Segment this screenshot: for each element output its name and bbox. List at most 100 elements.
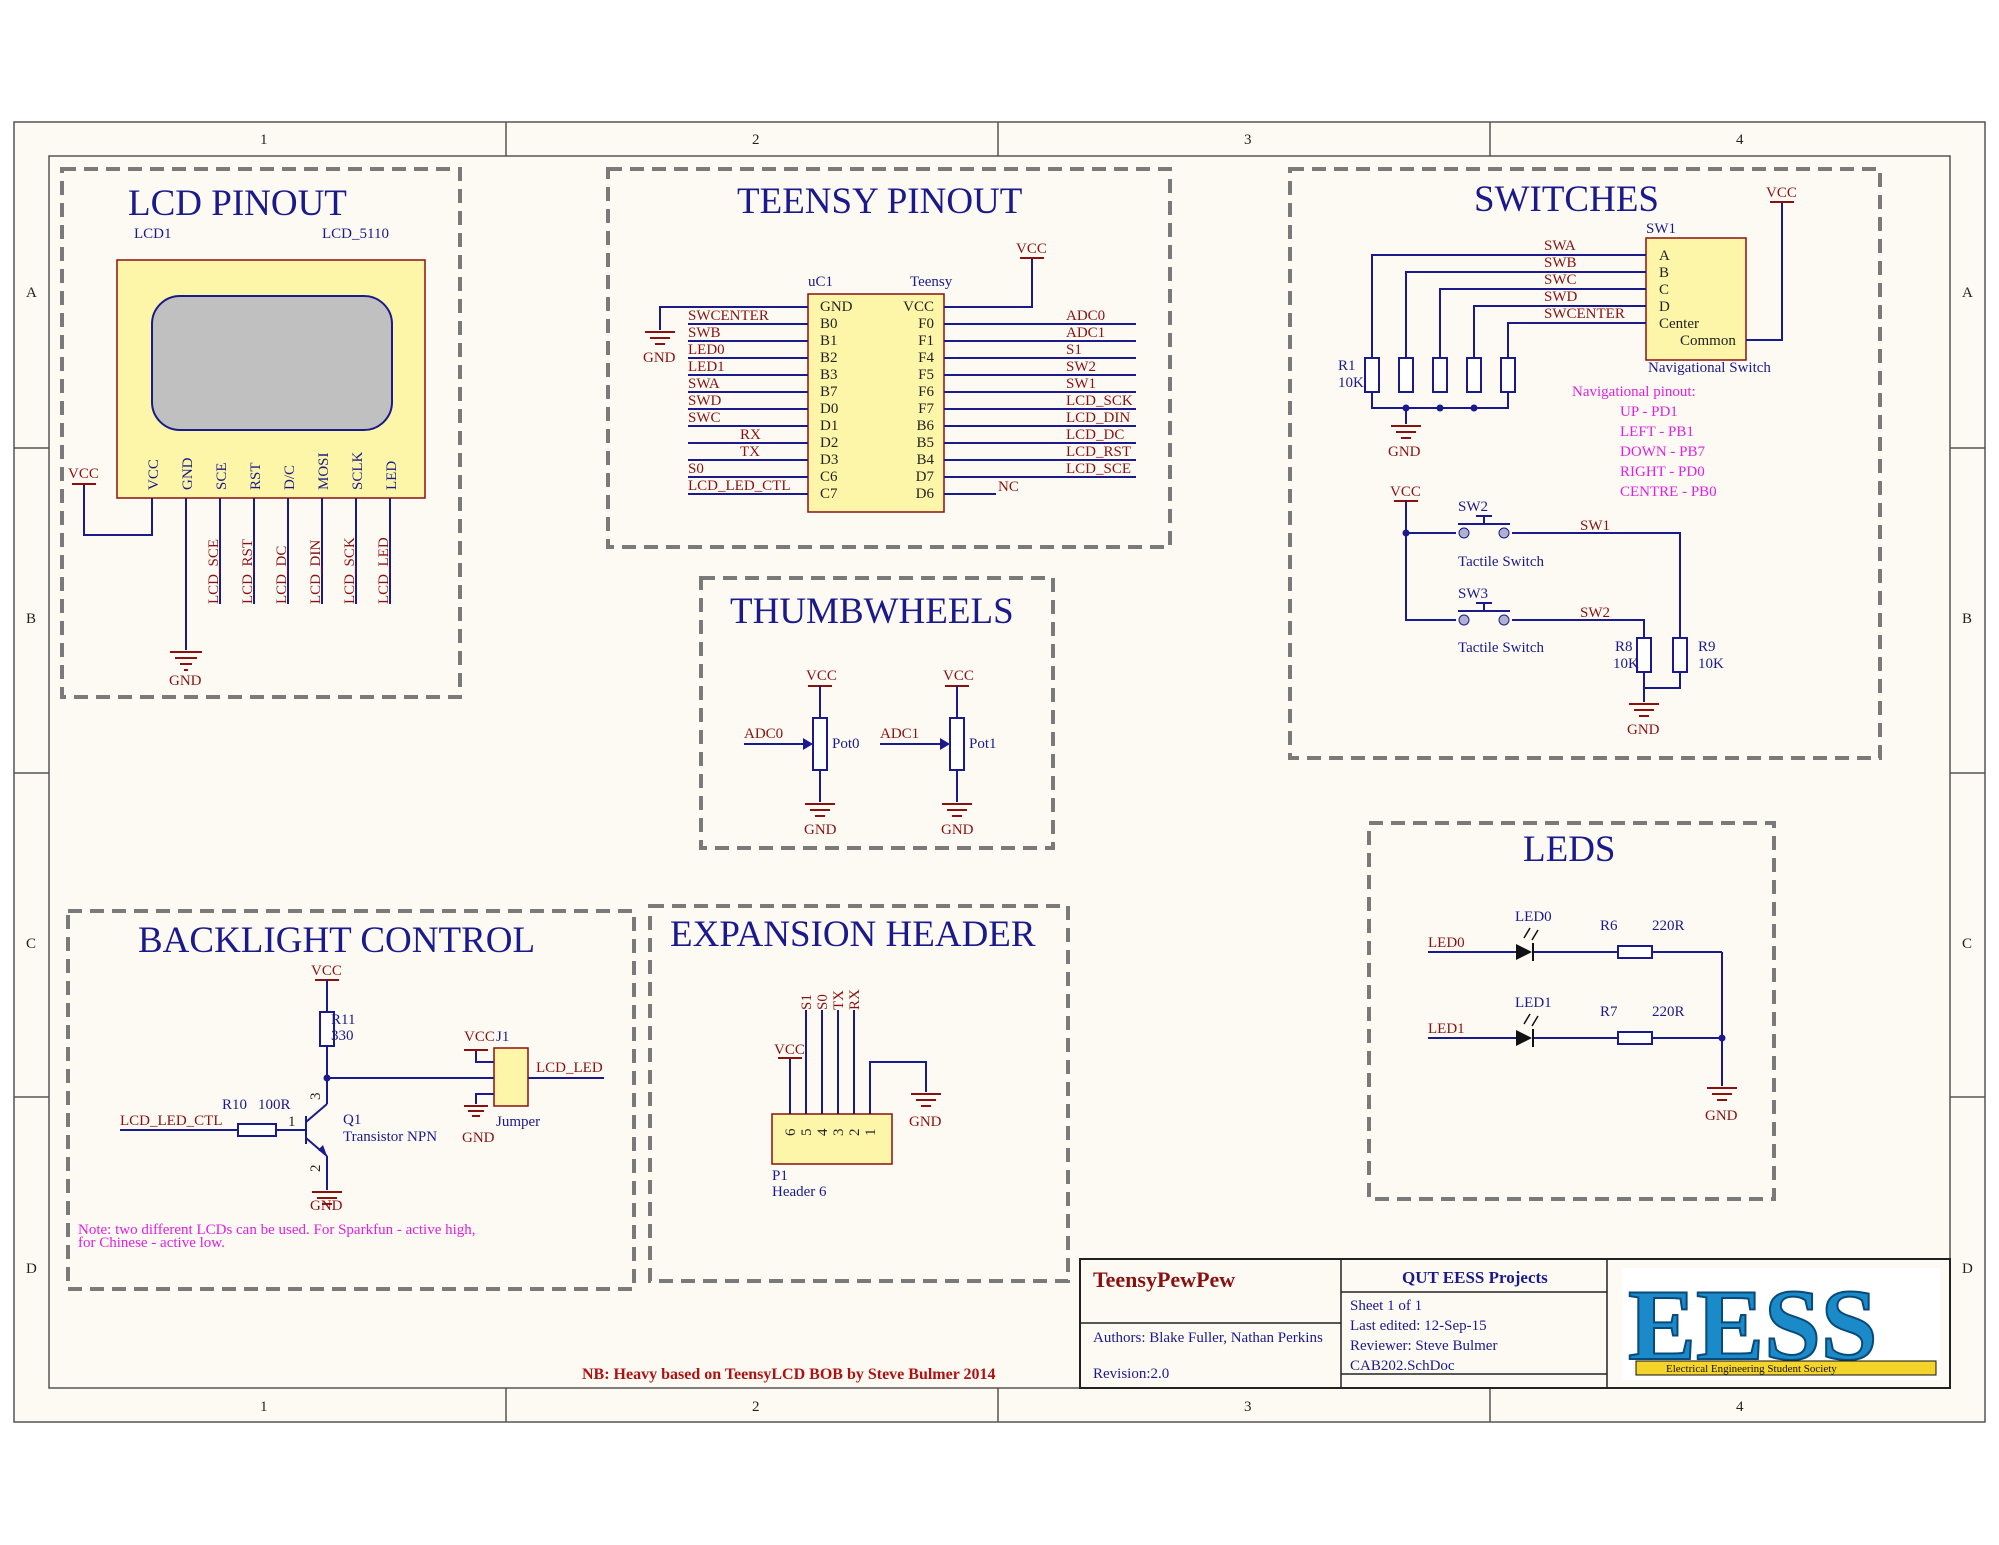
thumbwheels-section-title: THUMBWHEELS — [730, 591, 1014, 632]
expansion-section: EXPANSION HEADER VCC GND S1 S0 TX RX 6 5… — [648, 904, 1070, 1283]
grid-row-b-right: B — [1962, 611, 1972, 627]
teensy-left-pin: B0 — [820, 316, 838, 332]
nav-pinout-item: DOWN - PB7 — [1620, 444, 1705, 460]
teensy-right-pin: F7 — [918, 401, 934, 417]
tactile-net-sw2: SW2 — [1580, 605, 1610, 621]
teensy-section-frame — [606, 167, 1172, 549]
switch-net: SWC — [1544, 272, 1577, 288]
backlight-junction — [323, 1074, 331, 1082]
teensy-left-pin: C6 — [820, 469, 838, 485]
teensy-left-pin: D3 — [820, 452, 838, 468]
header-pin-number: 1 — [863, 1129, 879, 1137]
lcd-pin-label: VCC — [146, 459, 162, 490]
teensy-left-net: SWB — [688, 325, 721, 341]
lcd-pin-label: RST — [248, 462, 264, 490]
teensy-left-net: S0 — [688, 461, 704, 477]
grid-row-d-right: D — [1962, 1261, 1973, 1277]
backlight-section-title: BACKLIGHT CONTROL — [138, 920, 535, 961]
pot0-gnd-label: GND — [804, 822, 837, 838]
teensy-right-pin-labels: VCC F0 F1 F4 F5 F6 F7 B6 B5 B4 D7 D6 — [903, 299, 934, 502]
lcd-pin-label: GND — [180, 457, 196, 490]
expansion-section-frame — [648, 904, 1070, 1283]
grid-col-3-bottom: 3 — [1244, 1399, 1252, 1415]
teensy-left-net-labels: SWCENTER SWB LED0 LED1 SWA SWD SWC RX TX… — [688, 308, 791, 494]
lcd-net-label: LCD_DIN — [308, 540, 324, 604]
nav-switch-pin: C — [1659, 282, 1669, 298]
switch-net: SWA — [1544, 238, 1576, 254]
grid-row-c-left: C — [26, 936, 36, 952]
grid-col-3-top: 3 — [1244, 132, 1252, 148]
backlight-vcc-label: VCC — [311, 963, 342, 979]
project-revision: Revision:2.0 — [1093, 1366, 1169, 1382]
teensy-left-pin: GND — [820, 299, 853, 315]
nav-switch-pin: Center — [1659, 316, 1699, 332]
led0-net: LED0 — [1428, 935, 1465, 951]
led-gnd-symbol — [1707, 1087, 1737, 1101]
r11-value: 330 — [331, 1028, 354, 1044]
resistor-r6 — [1617, 945, 1653, 959]
switch-net-labels: SWA SWB SWC SWD SWCENTER — [1544, 238, 1625, 322]
teensy-right-pin: F1 — [918, 333, 934, 349]
q1-emitter-arrow — [318, 1145, 327, 1156]
grid-col-2-top: 2 — [752, 132, 760, 148]
switch-pulldown-resistors — [1364, 357, 1516, 393]
eess-logo: EESS Electrical Engineering Student Soci… — [1622, 1268, 1940, 1383]
r10-value: 100R — [258, 1097, 291, 1113]
switch-gnd-symbol — [1391, 425, 1421, 439]
teensy-right-pin: VCC — [903, 299, 934, 315]
lcd-section-frame — [60, 167, 462, 699]
teensy-right-pin: F4 — [918, 350, 934, 366]
expansion-net: S0 — [815, 994, 831, 1010]
pot1-body — [949, 717, 965, 771]
nav-pinout-item: CENTRE - PB0 — [1620, 484, 1717, 500]
jumper-part: Jumper — [496, 1114, 540, 1130]
project-name: TeensyPewPew — [1093, 1267, 1235, 1292]
jumper-vcc-label: VCC — [464, 1029, 495, 1045]
switches-section-title: SWITCHES — [1474, 179, 1659, 220]
file-name: CAB202.SchDoc — [1350, 1358, 1455, 1374]
teensy-right-net: ADC0 — [1066, 308, 1105, 324]
r1-designator: R1 — [1338, 358, 1356, 374]
leds-section-frame — [1367, 821, 1776, 1201]
teensy-right-pin: F5 — [918, 367, 934, 383]
sw1-designator: SW1 — [1646, 221, 1676, 237]
grid-col-1-top: 1 — [260, 132, 268, 148]
eess-logo-caption: Electrical Engineering Student Society — [1666, 1363, 1837, 1375]
pot1-name: Pot1 — [969, 736, 997, 752]
nav-switch-pin: Common — [1680, 333, 1736, 349]
header-pin-number: 2 — [847, 1129, 863, 1137]
jumper-j1 — [493, 1047, 529, 1107]
lcd-net-labels: LCD_SCE LCD_RST LCD_DC LCD_DIN LCD_SCK L… — [206, 537, 392, 604]
teensy-left-pin: C7 — [820, 486, 838, 502]
grid-col-1-bottom: 1 — [260, 1399, 268, 1415]
led1-designator: LED1 — [1515, 995, 1552, 1011]
lcd-pin-labels: VCC GND SCE RST D/C MOSI SCLK LED — [146, 451, 400, 490]
tactile-net-sw1: SW1 — [1580, 518, 1610, 534]
lcd-gnd-symbol — [170, 651, 202, 671]
leds-section-title: LEDS — [1523, 829, 1616, 870]
expansion-wires — [789, 1010, 927, 1114]
header-pin-number: 6 — [783, 1128, 799, 1136]
nav-switch-pin: B — [1659, 265, 1669, 281]
sw2-caption: Tactile Switch — [1458, 554, 1545, 570]
jumper-gnd-label: GND — [462, 1130, 495, 1146]
resistor-pulldown — [1466, 357, 1482, 393]
resistor-r9 — [1672, 637, 1688, 673]
lcd-net-label: LCD_RST — [240, 539, 256, 604]
reviewer: Reviewer: Steve Bulmer — [1350, 1338, 1497, 1354]
switch-net: SWCENTER — [1544, 306, 1625, 322]
q1-pin-number: 1 — [288, 1114, 296, 1130]
teensy-gnd-label: GND — [643, 350, 676, 366]
lcd-net-label: LCD_SCK — [342, 537, 358, 604]
lcd-net-label: LCD_SCE — [206, 539, 222, 604]
grid-row-b-left: B — [26, 611, 36, 627]
teensy-right-net-nc: NC — [998, 479, 1019, 495]
header-pin-number: 3 — [831, 1129, 847, 1137]
lcd-designator: LCD1 — [134, 226, 172, 242]
lcd-vcc-wire — [83, 484, 153, 536]
teensy-right-net: LCD_SCE — [1066, 461, 1131, 477]
teensy-left-pin: B1 — [820, 333, 838, 349]
r8-designator: R8 — [1615, 639, 1633, 655]
r9-designator: R9 — [1698, 639, 1716, 655]
tactile-junction — [1402, 529, 1410, 537]
